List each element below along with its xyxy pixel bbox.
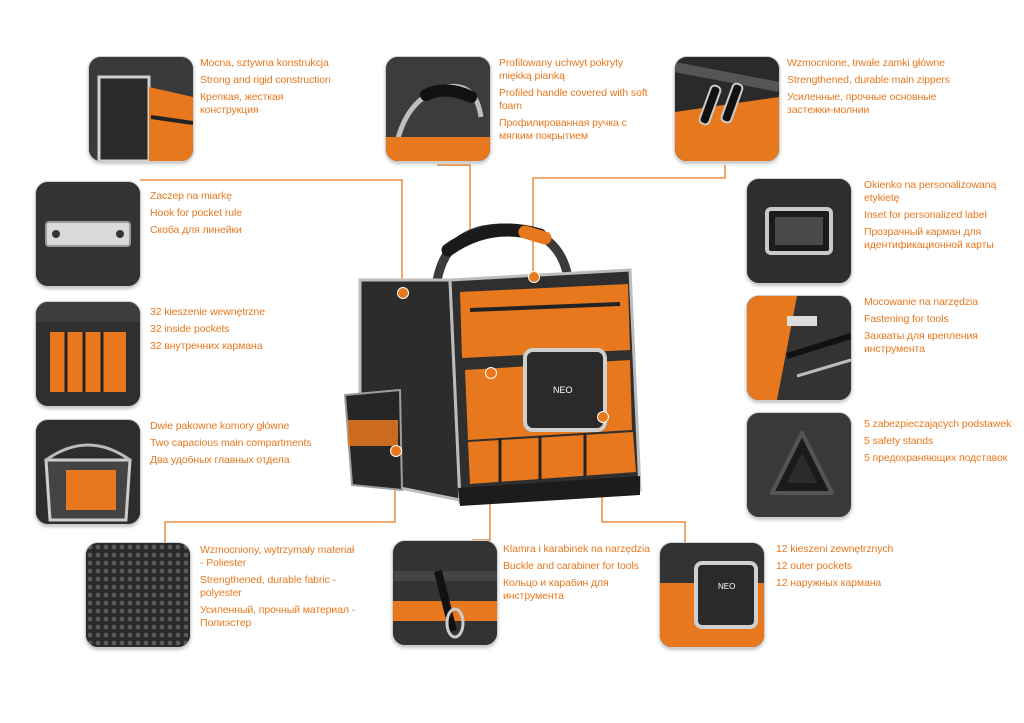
caption-en: 32 inside pockets bbox=[150, 323, 230, 335]
caption-ru: Кольцо и карабин для инструмента bbox=[503, 577, 609, 602]
caption-en: Strong and rigid construction bbox=[200, 74, 331, 86]
outer-pockets-caption: 12 kieszeni zewnętrznych 12 outer pocket… bbox=[776, 543, 936, 594]
compartments-caption: Dwie pakowne komory główne Two capacious… bbox=[150, 420, 330, 471]
outer-pocket-icon: NEO bbox=[660, 543, 764, 647]
caption-pl: Wzmocnione, trwałe zamki główne bbox=[787, 57, 945, 69]
label-caption: Okienko na personalizowaną etykietę Inse… bbox=[864, 179, 1004, 256]
caption-pl: 32 kieszenie wewnętrzne bbox=[150, 306, 266, 318]
stands-thumbnail bbox=[747, 413, 851, 517]
caption-en: Fastening for tools bbox=[864, 313, 949, 325]
caption-ru: Профилированная ручка с мягким покрытием bbox=[499, 117, 627, 142]
inside-pockets-caption: 32 kieszenie wewnętrzne 32 inside pocket… bbox=[150, 306, 330, 357]
caption-ru: 5 предохраняющих подставок bbox=[864, 452, 1008, 464]
fabric-thumbnail bbox=[86, 543, 190, 647]
rule-hook-thumbnail bbox=[36, 182, 140, 286]
connector-dot-buckle bbox=[485, 367, 497, 379]
label-thumbnail bbox=[747, 179, 851, 283]
compartment-icon bbox=[36, 420, 140, 524]
caption-pl: Okienko na personalizowaną etykietę bbox=[864, 179, 997, 204]
caption-pl: Zaczep na miarkę bbox=[150, 190, 232, 202]
construction-caption: Mocna, sztywna konstrukcja Strong and ri… bbox=[200, 57, 380, 121]
caption-ru: Усиленные, прочные основные застежки-мол… bbox=[787, 91, 937, 116]
caption-ru: Захваты для крепления инструмента bbox=[864, 330, 978, 355]
caption-ru: Крепкая, жесткая конструкция bbox=[200, 91, 284, 116]
caption-en: Two capacious main compartments bbox=[150, 437, 312, 449]
caption-ru: Два удобных главных отдела bbox=[150, 454, 290, 466]
caption-ru: Скоба для линейки bbox=[150, 224, 242, 236]
fastening-caption: Mocowanie na narzędzia Fastening for too… bbox=[864, 296, 1004, 360]
caption-en: Profiled handle covered with soft foam bbox=[499, 87, 648, 112]
inside-pockets-icon bbox=[36, 302, 140, 406]
caption-en: Inset for personalized label bbox=[864, 209, 987, 221]
fastening-thumbnail bbox=[747, 296, 851, 400]
clip-icon bbox=[36, 182, 140, 286]
tool-strap-icon bbox=[747, 296, 851, 400]
zippers-caption: Wzmocnione, trwałe zamki główne Strength… bbox=[787, 57, 967, 121]
label-window-icon bbox=[747, 179, 851, 283]
caption-en: Buckle and carabiner for tools bbox=[503, 560, 639, 572]
carabiner-icon bbox=[393, 541, 497, 645]
fabric-caption: Wzmocniony, wytrzymały materiał - Polies… bbox=[200, 544, 360, 634]
caption-pl: Dwie pakowne komory główne bbox=[150, 420, 290, 432]
caption-pl: Klamra i karabinek na narzędzia bbox=[503, 543, 650, 555]
caption-pl: 12 kieszeni zewnętrznych bbox=[776, 543, 894, 555]
caption-ru: 12 наружных кармана bbox=[776, 577, 882, 589]
caption-pl: Wzmocniony, wytrzymały materiał - Polies… bbox=[200, 544, 355, 569]
caption-ru: 32 внутренних кармана bbox=[150, 340, 263, 352]
compartments-thumbnail bbox=[36, 420, 140, 524]
stands-caption: 5 zabezpieczających podstawek 5 safety s… bbox=[864, 418, 1014, 469]
caption-en: 5 safety stands bbox=[864, 435, 934, 447]
caption-pl: Profilowany uchwyt pokryty miękką pianką bbox=[499, 57, 624, 82]
tool-bag-image: NEO bbox=[340, 210, 660, 520]
connector-handle bbox=[437, 164, 471, 233]
connector-dot-construction bbox=[397, 287, 409, 299]
pocket-brand-label: NEO bbox=[718, 582, 735, 591]
caption-en: 12 outer pockets bbox=[776, 560, 853, 572]
bag-corner-icon bbox=[89, 57, 193, 161]
construction-thumbnail bbox=[89, 57, 193, 161]
connector-construction bbox=[140, 179, 403, 292]
caption-en: Hook for pocket rule bbox=[150, 207, 242, 219]
handle-icon bbox=[386, 57, 490, 161]
connector-dot-fabric bbox=[390, 445, 402, 457]
caption-ru: Усиленный, прочный материал - Полиэстер bbox=[200, 604, 356, 629]
caption-pl: Mocowanie na narzędzia bbox=[864, 296, 978, 308]
handle-caption: Profilowany uchwyt pokryty miękką pianką… bbox=[499, 57, 649, 147]
brand-logo: NEO bbox=[553, 385, 573, 395]
connector-dot-outer-pockets bbox=[597, 411, 609, 423]
caption-en: Strengthened, durable main zippers bbox=[787, 74, 950, 86]
outer-pockets-thumbnail: NEO bbox=[660, 543, 764, 647]
fabric-texture-icon bbox=[86, 543, 190, 647]
caption-ru: Прозрачный карман для идентификационной … bbox=[864, 226, 994, 251]
caption-pl: 5 zabezpieczających podstawek bbox=[864, 418, 1012, 430]
caption-en: Strengthened, durable fabric - polyester bbox=[200, 574, 336, 599]
stand-foot-icon bbox=[747, 413, 851, 517]
zipper-icon bbox=[675, 57, 779, 161]
zippers-thumbnail bbox=[675, 57, 779, 161]
rule-hook-caption: Zaczep na miarkę Hook for pocket rule Ск… bbox=[150, 190, 330, 241]
handle-thumbnail bbox=[386, 57, 490, 161]
buckle-caption: Klamra i karabinek na narzędzia Buckle a… bbox=[503, 543, 663, 607]
inside-pockets-thumbnail bbox=[36, 302, 140, 406]
buckle-thumbnail bbox=[393, 541, 497, 645]
caption-pl: Mocna, sztywna konstrukcja bbox=[200, 57, 329, 69]
connector-dot-zippers bbox=[528, 271, 540, 283]
